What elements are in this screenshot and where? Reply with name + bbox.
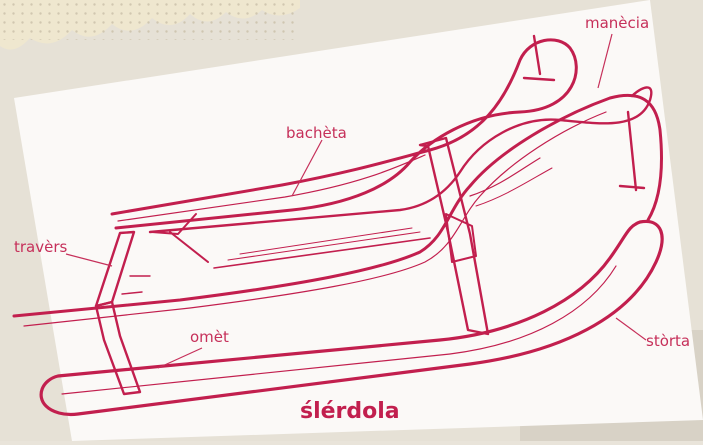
label-storta: stòrta [646,334,690,349]
label-bacheta: bachèta [286,126,347,141]
diagram-title: ślérdola [300,401,400,423]
label-omet: omèt [190,330,229,345]
label-travers: travèrs [14,240,67,255]
label-manecia: manècia [585,16,649,31]
